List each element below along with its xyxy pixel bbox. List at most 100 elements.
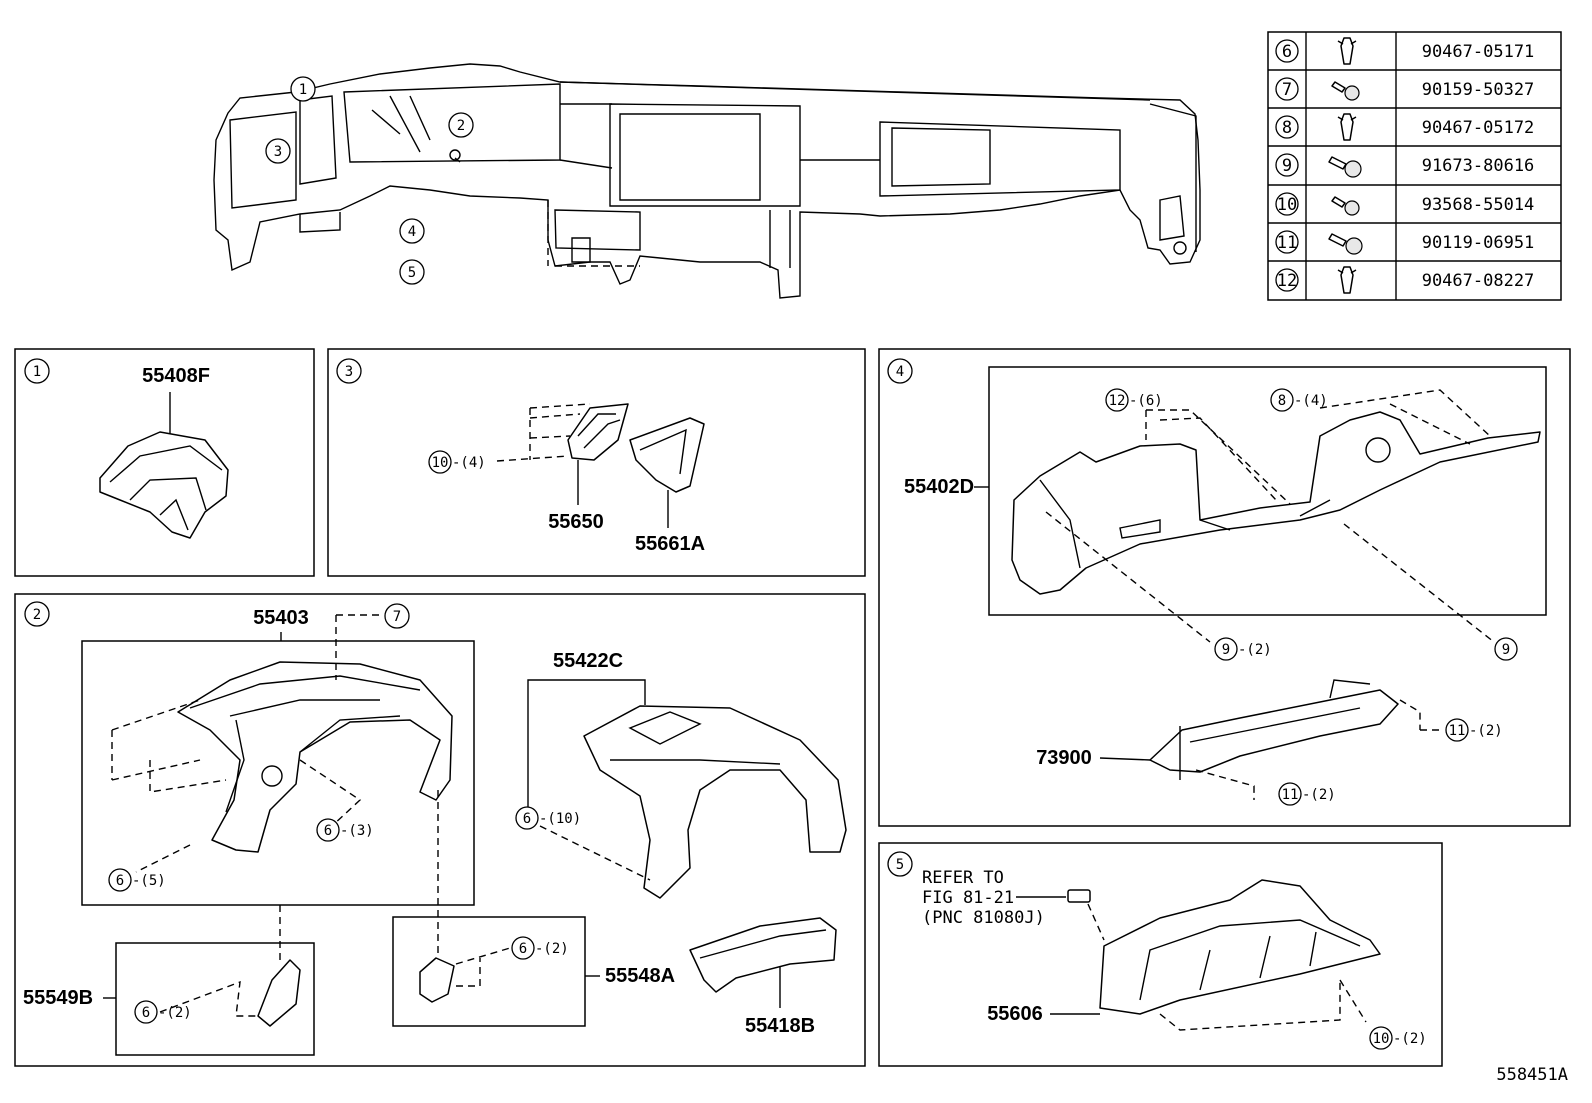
fastener-qty: -(2) — [1238, 642, 1272, 658]
table-part-number: 90119-06951 — [1422, 233, 1535, 253]
fastener-qty: -(5) — [132, 873, 166, 889]
panel-number: 3 — [345, 364, 353, 380]
panel-3: 3 10 -(4) 55650 55661A — [327, 348, 866, 577]
part-label: 55606 — [987, 1003, 1043, 1025]
table-row: 12 90467-08227 — [1275, 266, 1535, 294]
side-trim-illustration — [257, 959, 301, 1027]
fastener-qty: -(2) — [158, 1005, 192, 1021]
table-part-number: 90159-50327 — [1422, 80, 1535, 100]
part-label: 55402D — [904, 476, 974, 498]
reinforcement-bracket-illustration — [1149, 679, 1399, 780]
fastener-callout: 7 — [393, 609, 401, 625]
fastener-callout: 11 — [1449, 723, 1466, 739]
fastener-qty: -(2) — [1302, 787, 1336, 803]
panel-number: 4 — [896, 364, 904, 380]
screw-icon — [1331, 196, 1360, 216]
table-row-number: 9 — [1282, 156, 1292, 176]
garnish-part-illustration — [99, 431, 229, 539]
part-label: 55403 — [253, 607, 309, 629]
fastener-qty: -(10) — [539, 811, 581, 827]
fastener-qty: -(2) — [1393, 1031, 1427, 1047]
callout-3: 3 — [274, 144, 282, 160]
fastener-callout: 9 — [1222, 642, 1230, 658]
bracket-part-illustration — [529, 403, 629, 461]
callout-1: 1 — [299, 82, 307, 98]
fastener-qty: -(2) — [1469, 723, 1503, 739]
part-label: 55548A — [605, 965, 675, 987]
table-row-number: 12 — [1277, 271, 1297, 291]
refer-line-3: (PNC 81080J) — [922, 908, 1045, 928]
fastener-callout: 6 — [324, 823, 332, 839]
fastener-callout: 10 — [1373, 1031, 1390, 1047]
clip-icon — [1337, 37, 1357, 65]
under-cover-illustration — [1099, 879, 1381, 1015]
fastener-callout: 10 — [432, 455, 449, 471]
panel-number: 2 — [33, 607, 41, 623]
fastener-qty: -(6) — [1129, 393, 1163, 409]
part-label: 55418B — [745, 1015, 815, 1037]
table-row-number: 11 — [1277, 233, 1297, 253]
refer-line-2: FIG 81-21 — [922, 888, 1014, 908]
part-label: 55549B — [23, 987, 93, 1009]
fastener-callout: 6 — [523, 811, 531, 827]
fastener-callout: 12 — [1109, 393, 1126, 409]
panel-5: 5 REFER TO FIG 81-21 (PNC 81080J) 55606 … — [878, 842, 1443, 1067]
fastener-qty: -(4) — [452, 455, 486, 471]
panel-4: 4 55402D 12 -(6) 8 -(4) 9 -(2) 9 73900 — [878, 348, 1571, 827]
table-row: 7 90159-50327 — [1275, 77, 1535, 101]
callout-5: 5 — [408, 265, 416, 281]
fastener-callout: 11 — [1282, 787, 1299, 803]
clip-icon — [1337, 266, 1357, 294]
figure-id: 558451A — [1496, 1065, 1568, 1085]
fastener-table: 6 90467-05171 7 90159-50327 8 90467-0517… — [1267, 31, 1562, 301]
table-row: 6 90467-05171 — [1275, 37, 1535, 65]
part-label: 55661A — [635, 533, 705, 555]
table-row: 11 90119-06951 — [1275, 230, 1535, 255]
table-row: 9 91673-80616 — [1275, 153, 1535, 178]
bolt-icon — [1328, 233, 1363, 255]
table-part-number: 90467-05172 — [1422, 118, 1535, 138]
table-part-number: 91673-80616 — [1422, 156, 1535, 176]
panel-number: 5 — [896, 857, 904, 873]
callout-2: 2 — [457, 118, 465, 134]
table-row: 10 93568-55014 — [1275, 192, 1535, 216]
upper-cover-illustration — [583, 705, 847, 899]
callout-4: 4 — [408, 224, 416, 240]
fastener-qty: -(4) — [1294, 393, 1328, 409]
table-row-number: 6 — [1282, 42, 1292, 62]
cluster-panel-illustration — [177, 661, 453, 853]
part-label: 55408F — [142, 365, 210, 387]
table-row-number: 7 — [1282, 80, 1292, 100]
panel-1: 1 55408F — [14, 348, 315, 577]
fastener-callout: 6 — [116, 873, 124, 889]
switch-bezel-illustration — [419, 957, 455, 1003]
fastener-callout: 9 — [1502, 642, 1510, 658]
fastener-callout: 6 — [519, 941, 527, 957]
panel-2: 2 55403 7 6 -(3) 6 -(5) 55422C — [14, 593, 866, 1067]
fastener-qty: -(2) — [535, 941, 569, 957]
fastener-qty: -(3) — [340, 823, 374, 839]
screw-icon — [1331, 81, 1360, 101]
fastener-callout: 6 — [142, 1005, 150, 1021]
part-label: 55422C — [553, 650, 623, 672]
refer-line-1: REFER TO — [922, 868, 1004, 888]
fastener-callout: 8 — [1278, 393, 1286, 409]
table-part-number: 90467-05171 — [1422, 42, 1535, 62]
part-label: 73900 — [1036, 747, 1092, 769]
table-row: 8 90467-05172 — [1275, 113, 1535, 141]
bolt-icon — [1328, 156, 1362, 178]
table-part-number: 93568-55014 — [1422, 195, 1535, 215]
overview-callouts: 1 2 3 4 5 — [265, 76, 474, 285]
dashboard-frame-overview — [213, 63, 1201, 299]
table-part-number: 90467-08227 — [1422, 271, 1535, 291]
panel-number: 1 — [33, 364, 41, 380]
lower-garnish-illustration — [689, 917, 837, 993]
lower-panel-illustration — [1011, 411, 1541, 595]
table-row-number: 8 — [1282, 118, 1292, 138]
table-row-number: 10 — [1277, 195, 1297, 215]
connector-icon — [1067, 889, 1091, 903]
clip-icon — [1337, 113, 1357, 141]
cover-part-illustration — [629, 417, 705, 493]
part-label: 55650 — [548, 511, 604, 533]
